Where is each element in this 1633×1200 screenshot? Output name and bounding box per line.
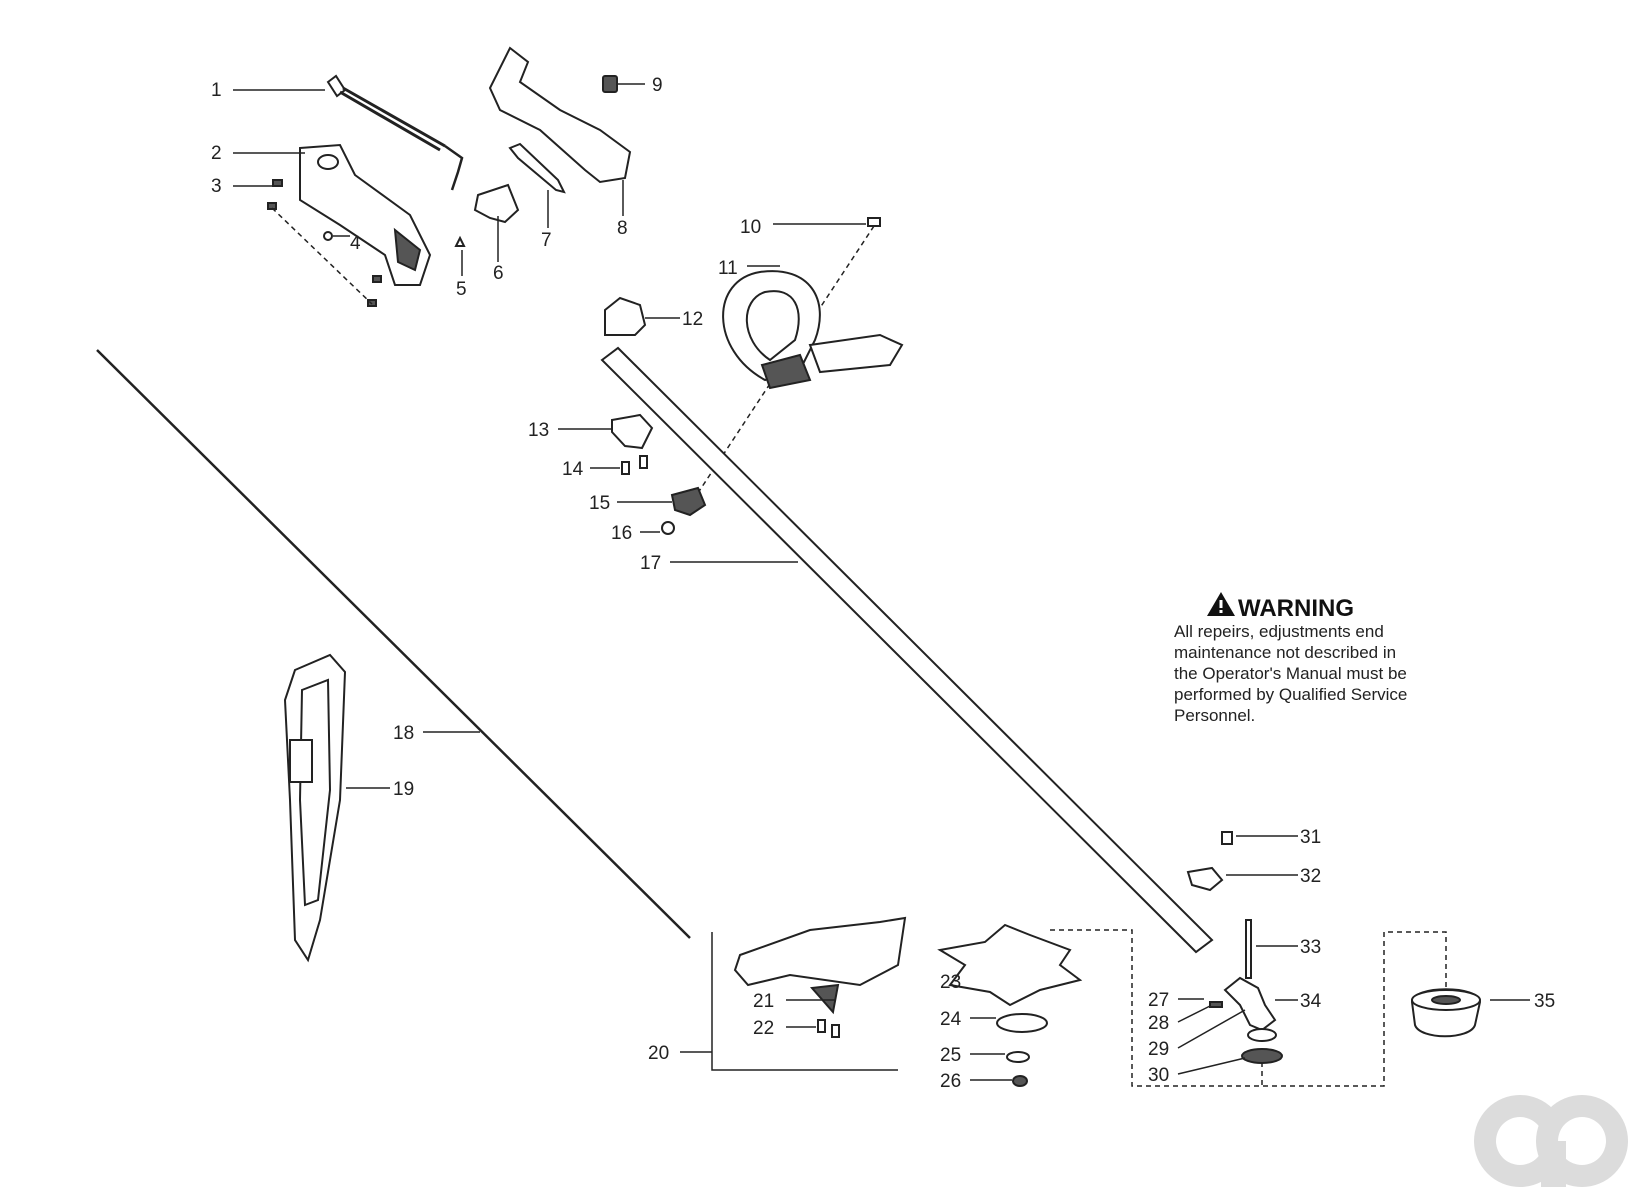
callout-30: 30 bbox=[1148, 1065, 1169, 1086]
callout-7: 7 bbox=[541, 230, 552, 251]
callout-2: 2 bbox=[211, 143, 222, 164]
part-shield bbox=[733, 916, 907, 987]
part-assist-handle bbox=[722, 270, 904, 390]
callout-31: 31 bbox=[1300, 827, 1321, 848]
callout-17: 17 bbox=[640, 553, 661, 574]
callout-22: 22 bbox=[753, 1018, 774, 1039]
part-adapter-washer bbox=[1241, 1048, 1283, 1064]
part-blade-nut bbox=[1012, 1075, 1028, 1087]
callout-33: 33 bbox=[1300, 937, 1321, 958]
part-gearhead-clamp bbox=[1186, 866, 1224, 892]
warning-line-4: performed by Qualified Service bbox=[1174, 685, 1407, 704]
part-washer bbox=[996, 1013, 1048, 1033]
part-bracket bbox=[604, 296, 647, 336]
callout-10: 10 bbox=[740, 217, 761, 238]
callout-4: 4 bbox=[350, 233, 361, 254]
part-clamp-half bbox=[670, 486, 707, 517]
warning-block: WARNING All repeirs, edjustments end mai… bbox=[1174, 592, 1407, 725]
part-screws bbox=[267, 179, 382, 307]
callout-numbers: 1 2 3 4 5 6 7 8 9 10 11 12 13 14 15 16 1… bbox=[211, 75, 1555, 1092]
callout-29: 29 bbox=[1148, 1039, 1169, 1060]
callout-24: 24 bbox=[940, 1009, 962, 1030]
callout-3: 3 bbox=[211, 176, 222, 197]
callout-34: 34 bbox=[1300, 991, 1322, 1012]
leader-lines bbox=[233, 83, 1530, 1087]
part-shield-screws bbox=[817, 1019, 840, 1038]
part-trimmer-head bbox=[1410, 988, 1482, 1038]
callout-21: 21 bbox=[753, 991, 774, 1012]
callout-13: 13 bbox=[528, 420, 549, 441]
watermark-logo-icon bbox=[1474, 1095, 1628, 1187]
callout-6: 6 bbox=[493, 263, 504, 284]
part-lockout bbox=[508, 142, 566, 194]
callout-1: 1 bbox=[211, 80, 222, 101]
warning-line-3: the Operator's Manual must be bbox=[1174, 664, 1407, 683]
warning-line-5: Personnel. bbox=[1174, 706, 1255, 725]
callout-15: 15 bbox=[589, 493, 610, 514]
part-spring bbox=[454, 235, 466, 247]
part-trigger bbox=[473, 183, 520, 224]
part-cutting-blade bbox=[937, 923, 1083, 1007]
callout-20: 20 bbox=[648, 1043, 669, 1064]
part-clamp bbox=[611, 413, 654, 450]
part-set-screw bbox=[1209, 1001, 1223, 1008]
callout-19: 19 bbox=[393, 779, 414, 800]
callout-32: 32 bbox=[1300, 866, 1321, 887]
warning-line-2: maintenance not described in bbox=[1174, 643, 1396, 662]
part-gearhead-bolt bbox=[1221, 831, 1233, 845]
part-clamp-screws bbox=[621, 455, 648, 475]
callout-11: 11 bbox=[718, 258, 738, 279]
callout-18: 18 bbox=[393, 723, 414, 744]
callout-25: 25 bbox=[940, 1045, 961, 1066]
callout-14: 14 bbox=[562, 459, 584, 480]
part-washer-small bbox=[1006, 1051, 1030, 1063]
callout-9: 9 bbox=[652, 75, 663, 96]
callout-35: 35 bbox=[1534, 991, 1555, 1012]
callout-12: 12 bbox=[682, 309, 703, 330]
part-throttle-cable bbox=[326, 74, 464, 191]
part-nut bbox=[661, 521, 675, 535]
callout-28: 28 bbox=[1148, 1013, 1169, 1034]
part-clip bbox=[602, 75, 618, 93]
warning-title: WARNING bbox=[1238, 595, 1354, 622]
callout-5: 5 bbox=[456, 279, 467, 300]
part-harness-strap bbox=[283, 653, 347, 963]
callout-26: 26 bbox=[940, 1071, 961, 1092]
part-drive-shaft bbox=[96, 349, 691, 939]
part-handle-housing bbox=[299, 143, 432, 286]
part-lock-pin bbox=[1245, 919, 1252, 979]
warning-triangle-icon bbox=[1207, 592, 1235, 616]
callout-23: 23 bbox=[940, 972, 961, 993]
part-gearhead bbox=[1223, 976, 1277, 1042]
warning-line-1: All repeirs, edjustments end bbox=[1174, 622, 1384, 641]
callout-8: 8 bbox=[617, 218, 628, 239]
callout-16: 16 bbox=[611, 523, 632, 544]
part-rear-handle bbox=[488, 46, 632, 184]
callout-27: 27 bbox=[1148, 990, 1169, 1011]
part-line-cutter bbox=[809, 983, 840, 1015]
part-pin bbox=[323, 231, 333, 241]
part-drive-tube bbox=[600, 346, 1214, 954]
